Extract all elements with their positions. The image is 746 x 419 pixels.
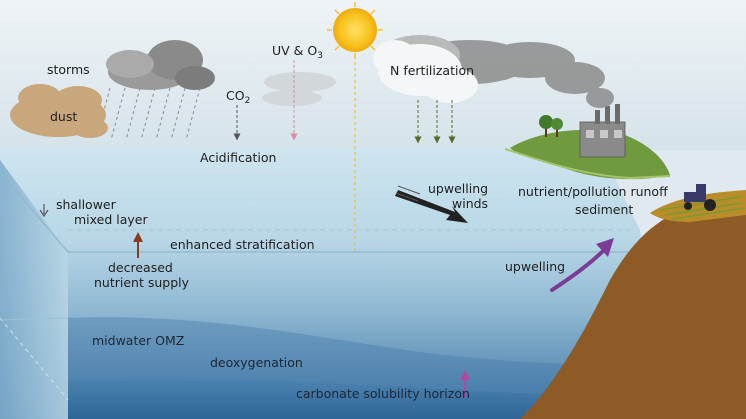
midwater-omz-label: midwater OMZ [92,333,185,348]
winds-label: winds [452,196,489,211]
sediment-label: sediment [575,202,634,217]
carbonate-horizon-arrow [460,370,470,398]
upwelling-arrow [550,238,614,292]
enhanced-stratification-label: enhanced stratification [170,237,315,252]
shallower-mixed-layer-label: shallower [56,197,116,212]
deep-water [68,378,660,419]
decreased-nutrient-arrow [133,232,143,258]
tractor [684,184,716,211]
omz-edge-line [0,317,69,321]
upwelling-winds-arrow [395,190,468,223]
ocean-side-face [0,160,68,419]
decreased-label: decreased [108,260,173,275]
mixed-layer-label: mixed layer [74,212,148,227]
white-cloud [373,40,478,103]
storms-label: storms [47,62,90,77]
co2-label: CO2 [226,88,251,106]
factory [579,104,626,158]
uv-o3-label: UV & O3 [272,43,323,61]
island-shore [504,148,671,180]
dust-cloud [10,84,108,138]
uv-haze [262,72,336,106]
smoke-plume [380,35,614,108]
deoxygenation-label: deoxygenation [210,355,303,370]
n-fertilization-label: N fertilization [390,63,475,78]
mixed-layer-line [0,171,640,253]
carbonate-horizon-label: carbonate solubility horizon [296,386,470,401]
nutrient-supply-label: nutrient supply [94,275,190,290]
upwelling-label: upwelling [505,259,566,274]
runoff-label: nutrient/pollution runoff [518,184,668,199]
sun-icon [327,2,383,58]
farm-stripes [659,196,745,220]
storm-cloud [106,40,215,90]
shallower-arrow [39,204,49,218]
trees [539,115,563,137]
upwelling-winds-label: upwelling [428,181,489,196]
dust-label: dust [50,109,78,124]
wind-streaks [395,185,421,202]
side-deep-dash [0,317,69,401]
acidification-label: Acidification [200,150,277,165]
coastal-land [520,195,746,419]
